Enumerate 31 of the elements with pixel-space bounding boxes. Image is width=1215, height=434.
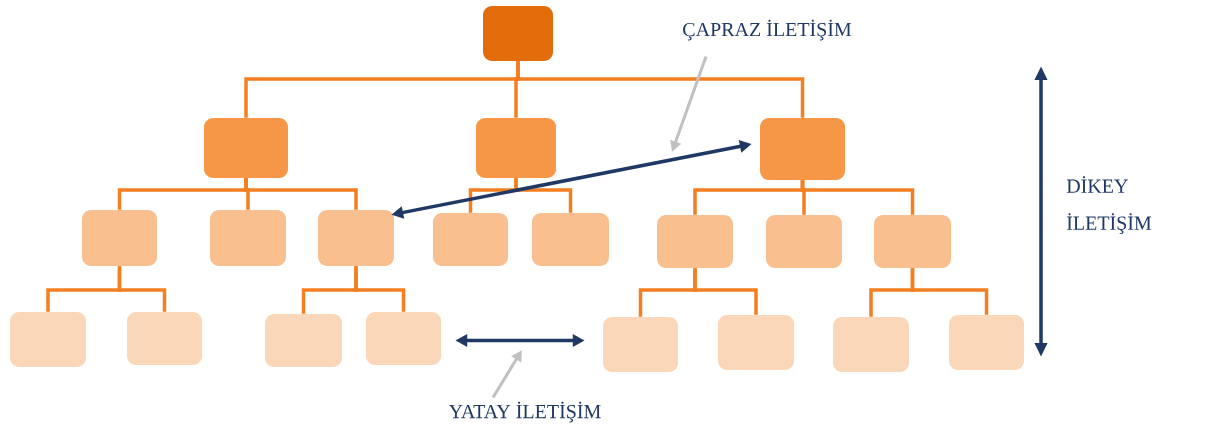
org-box (833, 317, 909, 372)
org-box (766, 215, 842, 268)
connector-line (354, 266, 406, 312)
org-box (366, 312, 441, 365)
org-box (127, 312, 202, 365)
callout-text: ÇAPRAZ İLETİŞİM (683, 19, 852, 41)
org-box (318, 210, 394, 266)
org-box (760, 118, 845, 180)
org-box (718, 315, 794, 370)
org-box (949, 315, 1024, 370)
org-box (532, 213, 609, 266)
org-box (657, 215, 733, 268)
connector-line (516, 61, 805, 118)
connector-line (514, 178, 573, 213)
org-box (603, 317, 678, 372)
org-box (82, 210, 157, 266)
org-box (210, 210, 286, 266)
connector-line (244, 178, 358, 210)
org-box (483, 6, 553, 61)
side-label: DİKEY İLETİŞİM (1066, 176, 1152, 234)
connector-line (693, 268, 758, 315)
org-box (10, 312, 86, 367)
org-box (204, 118, 288, 178)
connector-line (117, 266, 167, 312)
connector-line (910, 268, 989, 315)
connector-line (800, 180, 915, 215)
org-box (874, 215, 951, 268)
org-box (265, 314, 342, 367)
callout-text: YATAY İLETİŞİM (448, 401, 601, 423)
org-box (433, 213, 508, 266)
org-box (476, 118, 556, 178)
